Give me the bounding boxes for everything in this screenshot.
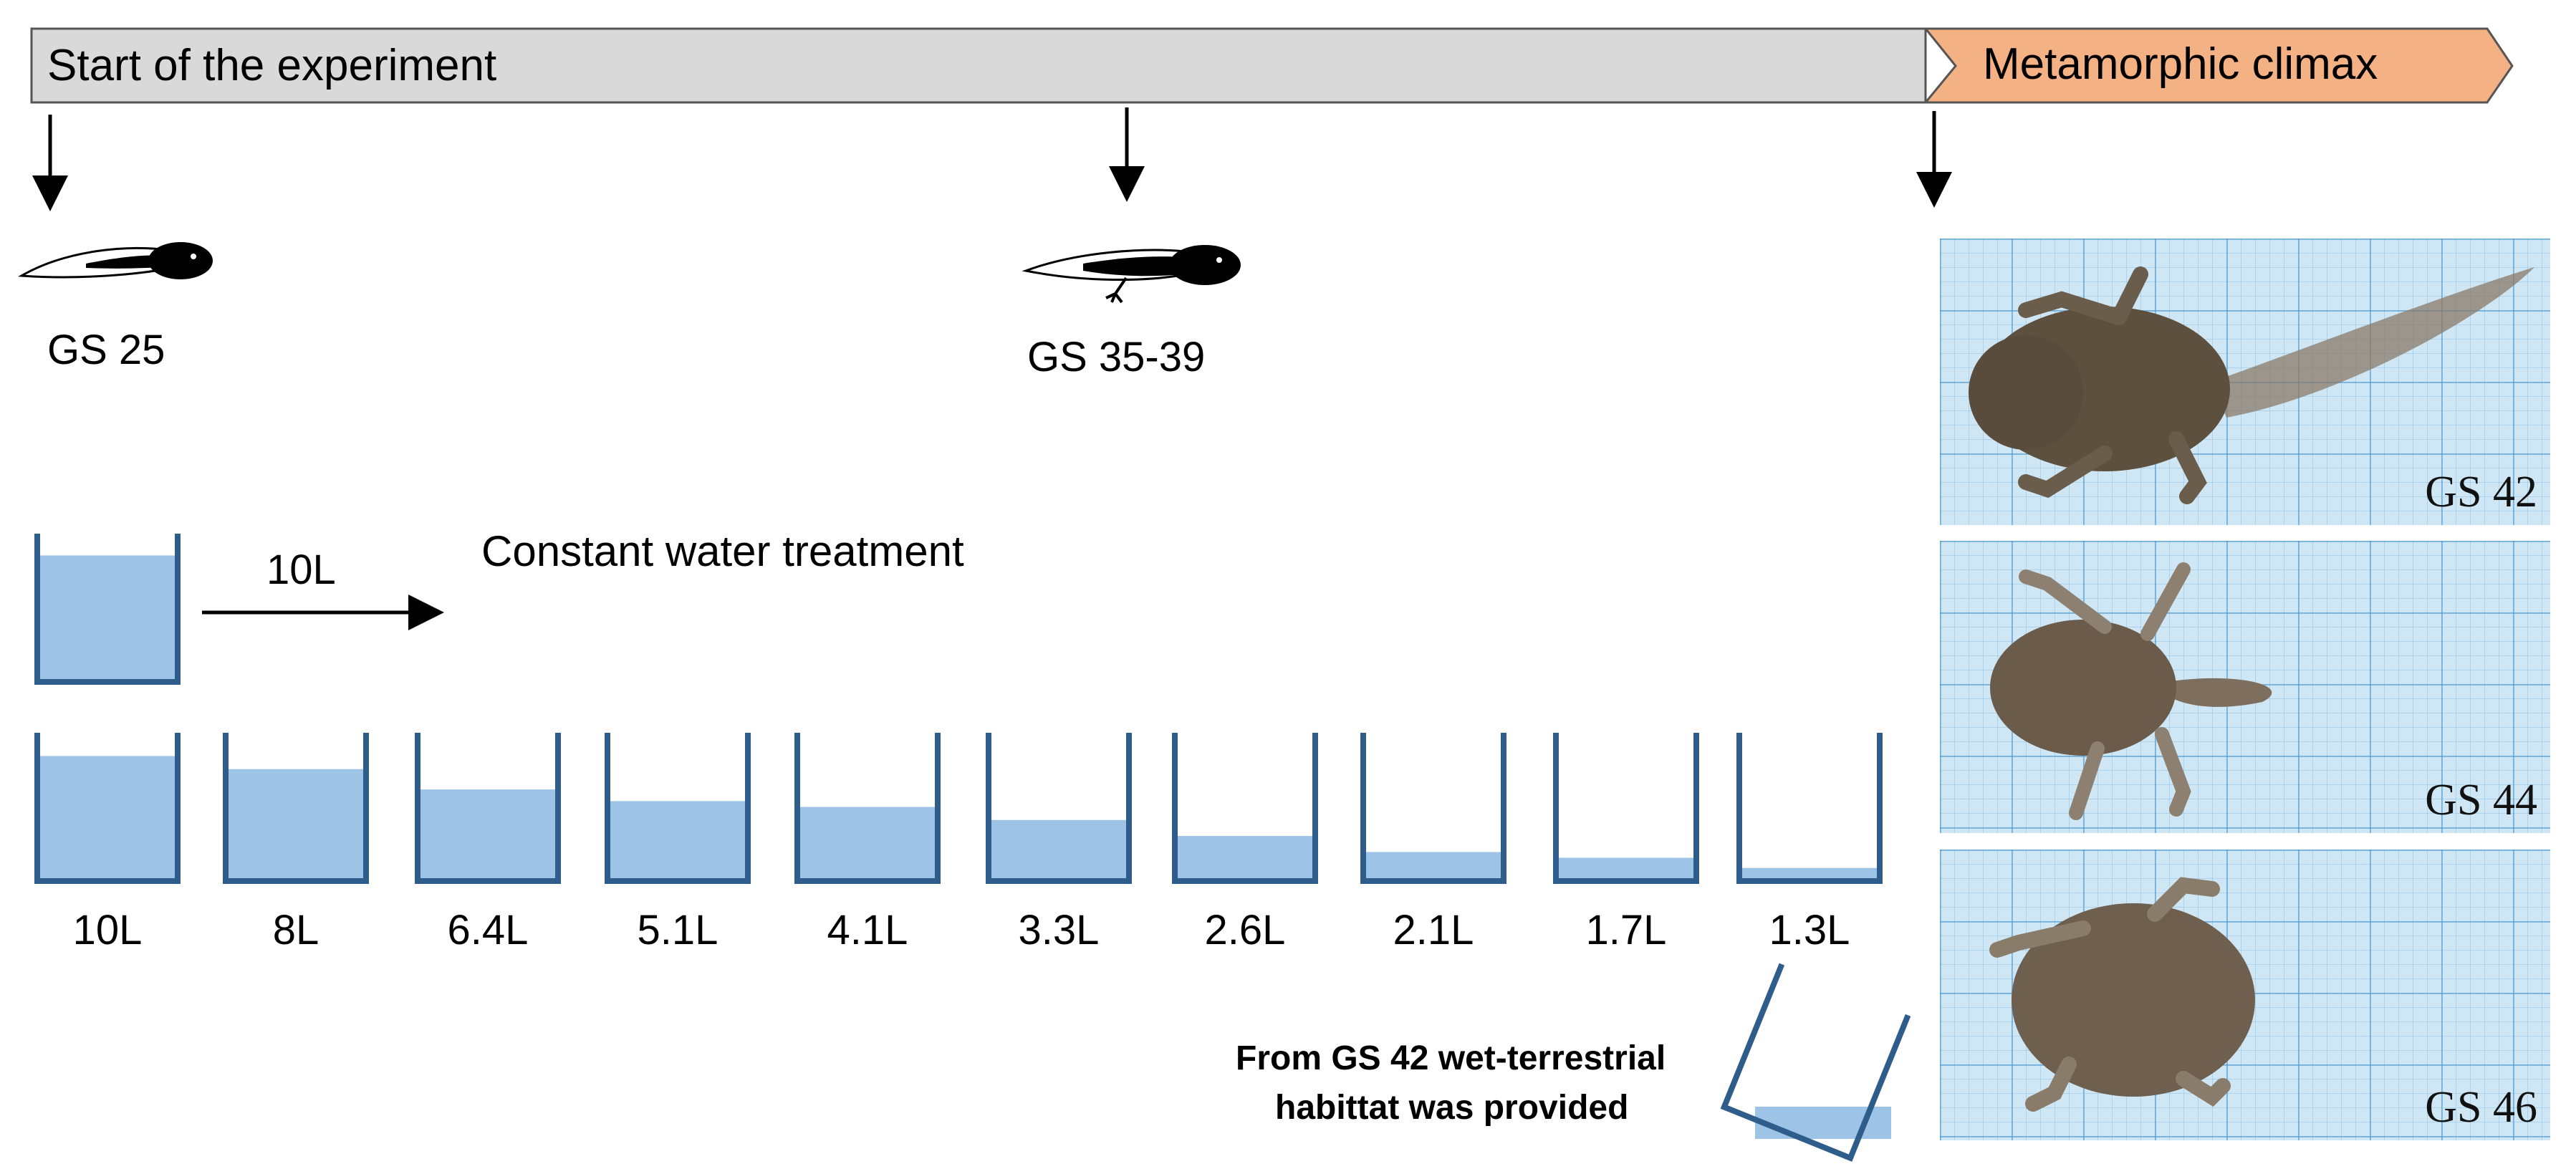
water-level-3 [610, 801, 746, 880]
water-container-5 [986, 733, 1132, 884]
tadpole-with-legs-icon [1022, 245, 1241, 304]
water-container-6 [1172, 733, 1318, 884]
water-container-4 [794, 733, 941, 884]
volume-label-9: 1.3L [1769, 907, 1850, 953]
water-container-1 [223, 733, 369, 884]
froglet-with-tail-icon [1969, 266, 2534, 504]
volume-label-4: 4.1L [827, 907, 908, 953]
photo-gs46: GS 46 [1940, 850, 2550, 1140]
stage-label-gs25: GS 25 [47, 327, 165, 373]
volume-label-6: 2.6L [1205, 907, 1286, 953]
constant-volume-label: 10L [266, 547, 336, 593]
photo-label-gs46: GS 46 [2425, 1083, 2537, 1132]
stage-label-gs35-39: GS 35-39 [1027, 334, 1205, 380]
start-of-experiment-label: Start of the experiment [47, 41, 496, 90]
water-level-4 [799, 807, 936, 880]
froglet-icon [1989, 877, 2255, 1112]
photo-gs42: GS 42 [1940, 239, 2550, 525]
constant-treatment-label: Constant water treatment [481, 527, 964, 575]
decreasing-water-containers: 10L 8L 6.4L 5.1L 4.1L 3.3L 2.6L 2.1L 1.7L 1.3L [34, 733, 1883, 953]
water-level-1 [228, 769, 364, 880]
water-container-3 [605, 733, 751, 884]
constant-water [39, 555, 176, 679]
volume-label-5: 3.3L [1019, 907, 1100, 953]
water-level-9 [1741, 867, 1878, 880]
volume-label-1: 8L [273, 907, 319, 953]
photo-gs44: GS 44 [1940, 541, 2550, 833]
water-container-9 [1736, 733, 1883, 884]
froglet-short-tail-icon [1990, 562, 2272, 820]
volume-label-2: 6.4L [448, 907, 529, 953]
volume-label-7: 2.1L [1393, 907, 1474, 953]
volume-label-8: 1.7L [1586, 907, 1667, 953]
constant-container [34, 534, 181, 685]
water-level-6 [1177, 836, 1313, 880]
habitat-note-line1: From GS 42 wet-terrestrial [1236, 1039, 1666, 1077]
water-container-8 [1553, 733, 1699, 884]
photo-label-gs42: GS 42 [2425, 468, 2537, 516]
volume-label-0: 10L [73, 907, 143, 953]
metamorphic-climax-arrow [1923, 27, 2514, 104]
water-container-0 [34, 733, 181, 884]
water-level-0 [39, 756, 176, 880]
metamorphic-climax-label: Metamorphic climax [1983, 39, 2378, 89]
habitat-note-line2: habittat was provided [1275, 1089, 1628, 1127]
water-container-7 [1360, 733, 1506, 884]
water-level-8 [1558, 857, 1694, 880]
volume-label-3: 5.1L [638, 907, 719, 953]
photo-label-gs44: GS 44 [2425, 776, 2537, 824]
water-container-2 [415, 733, 561, 884]
water-level-5 [991, 819, 1127, 880]
tadpole-icon [18, 242, 213, 279]
tilted-container [1720, 963, 1911, 1162]
water-level-7 [1365, 852, 1501, 880]
water-level-2 [420, 789, 556, 880]
